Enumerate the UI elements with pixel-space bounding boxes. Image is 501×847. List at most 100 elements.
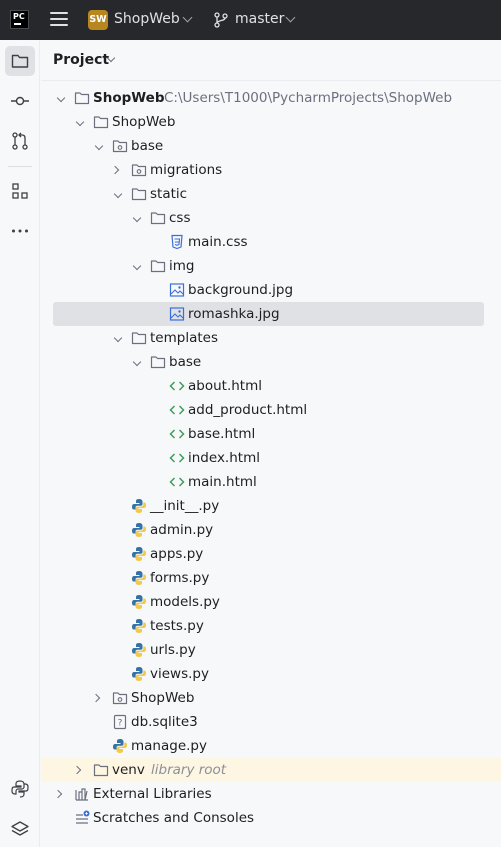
chevron-right-icon[interactable] (53, 789, 63, 799)
tree-row[interactable]: img (41, 254, 501, 278)
structure-tool-button[interactable] (5, 176, 35, 206)
tree-row[interactable]: urls.py (41, 638, 501, 662)
pull-requests-tool-button[interactable] (5, 126, 35, 156)
tree-row[interactable]: models.py (41, 590, 501, 614)
tree-row-root[interactable]: ShopWeb C:\Users\T1000\PycharmProjects\S… (41, 86, 501, 110)
tree-row[interactable]: tests.py (41, 614, 501, 638)
tree-row[interactable]: ShopWeb (41, 686, 501, 710)
more-icon (12, 229, 28, 233)
chevron-down-icon[interactable] (132, 261, 142, 271)
tree-row[interactable]: apps.py (41, 542, 501, 566)
chevron-down-icon[interactable] (56, 93, 66, 103)
tree-root-label: ShopWeb (93, 90, 165, 106)
tree-item-label: migrations (150, 162, 223, 178)
tree-item-label: main.css (188, 234, 248, 250)
tree-row[interactable]: views.py (41, 662, 501, 686)
tree-row[interactable]: main.css (41, 230, 501, 254)
tree-item-label: base (169, 354, 202, 370)
chevron-down-icon[interactable] (182, 12, 193, 23)
html-file-icon (169, 453, 185, 463)
chevron-down-icon[interactable] (113, 189, 123, 199)
tree-item-label: romashka.jpg (188, 306, 280, 322)
tree-row[interactable]: templates (41, 326, 501, 350)
tree-item-label: about.html (188, 378, 262, 394)
chevron-right-icon[interactable] (72, 765, 82, 775)
more-tools-button[interactable] (5, 216, 35, 246)
tree-row[interactable]: about.html (41, 374, 501, 398)
chevron-right-icon[interactable] (91, 693, 101, 703)
layers-tool-button[interactable] (5, 814, 35, 844)
project-panel: Project ShopWeb C:\Users\T1000\PycharmPr… (41, 40, 501, 847)
chevron-down-icon[interactable] (132, 357, 142, 367)
tree-row[interactable]: base (41, 350, 501, 374)
tree-row[interactable]: base.html (41, 422, 501, 446)
tree-item-label: base.html (188, 426, 256, 442)
tree-item-label: urls.py (150, 642, 196, 658)
css-file-icon (171, 234, 183, 250)
tree-row[interactable]: index.html (41, 446, 501, 470)
tree-row[interactable]: forms.py (41, 566, 501, 590)
chevron-down-icon[interactable] (113, 333, 123, 343)
tree-item-label: views.py (150, 666, 209, 682)
python-packages-icon (11, 780, 29, 798)
package-folder-icon (131, 164, 147, 177)
chevron-right-icon[interactable] (110, 165, 120, 175)
tree-item-label: admin.py (150, 522, 214, 538)
python-packages-tool-button[interactable] (5, 774, 35, 804)
git-branch-icon (214, 12, 228, 28)
pull-request-icon (12, 132, 28, 150)
pycharm-logo-icon[interactable]: PC (10, 10, 29, 29)
tree-item-label: db.sqlite3 (131, 714, 198, 730)
tree-item-label: apps.py (150, 546, 204, 562)
svg-text:?: ? (118, 719, 123, 729)
tree-row[interactable]: main.html (41, 470, 501, 494)
tree-row[interactable]: ? db.sqlite3 (41, 710, 501, 734)
python-file-icon (132, 643, 146, 657)
commit-tool-button[interactable] (5, 86, 35, 116)
tree-row[interactable]: add_product.html (41, 398, 501, 422)
tool-window-strip (0, 40, 40, 847)
chevron-down-icon[interactable] (75, 117, 85, 127)
layers-icon (11, 821, 29, 836)
chevron-down-icon[interactable] (94, 141, 104, 151)
tree-row[interactable]: static (41, 182, 501, 206)
tree-row[interactable]: background.jpg (41, 278, 501, 302)
panel-title[interactable]: Project (53, 52, 110, 68)
folder-icon (131, 332, 147, 345)
tree-row[interactable]: manage.py (41, 734, 501, 758)
html-file-icon (169, 381, 185, 391)
html-file-icon (169, 405, 185, 415)
branch-switcher[interactable]: master (235, 11, 285, 27)
chevron-down-icon[interactable] (285, 12, 296, 23)
project-tool-button[interactable] (5, 46, 35, 76)
python-file-icon (132, 499, 146, 513)
python-file-icon (132, 595, 146, 609)
app-logo-text: PC (13, 12, 25, 21)
tree-item-label: add_product.html (188, 402, 308, 418)
venv-label: venv (112, 762, 145, 778)
tree-row[interactable]: css (41, 206, 501, 230)
tree-item-label: background.jpg (188, 282, 294, 298)
tree-item-label: templates (150, 330, 218, 346)
unknown-file-icon: ? (113, 714, 127, 730)
scratches-icon (76, 810, 90, 824)
tree-row[interactable]: ShopWeb (41, 110, 501, 134)
tree-row-external-libraries[interactable]: External Libraries (41, 782, 501, 806)
tree-item-label: ShopWeb (131, 690, 195, 706)
tree-row[interactable]: migrations (41, 158, 501, 182)
project-badge[interactable]: SW (88, 10, 108, 30)
folder-icon (150, 356, 166, 369)
project-switcher[interactable]: ShopWeb (114, 11, 180, 27)
chevron-down-icon[interactable] (132, 213, 142, 223)
folder-icon (93, 764, 109, 777)
python-file-icon (132, 547, 146, 561)
main-menu-icon[interactable] (50, 12, 68, 28)
tree-row-venv[interactable]: venv library root (41, 758, 501, 782)
tree-row-selected[interactable]: romashka.jpg (41, 302, 501, 326)
tree-row-scratches[interactable]: Scratches and Consoles (41, 806, 501, 830)
tree-row[interactable]: __init__.py (41, 494, 501, 518)
python-file-icon (132, 619, 146, 633)
folder-icon (150, 212, 166, 225)
tree-row[interactable]: base (41, 134, 501, 158)
tree-row[interactable]: admin.py (41, 518, 501, 542)
